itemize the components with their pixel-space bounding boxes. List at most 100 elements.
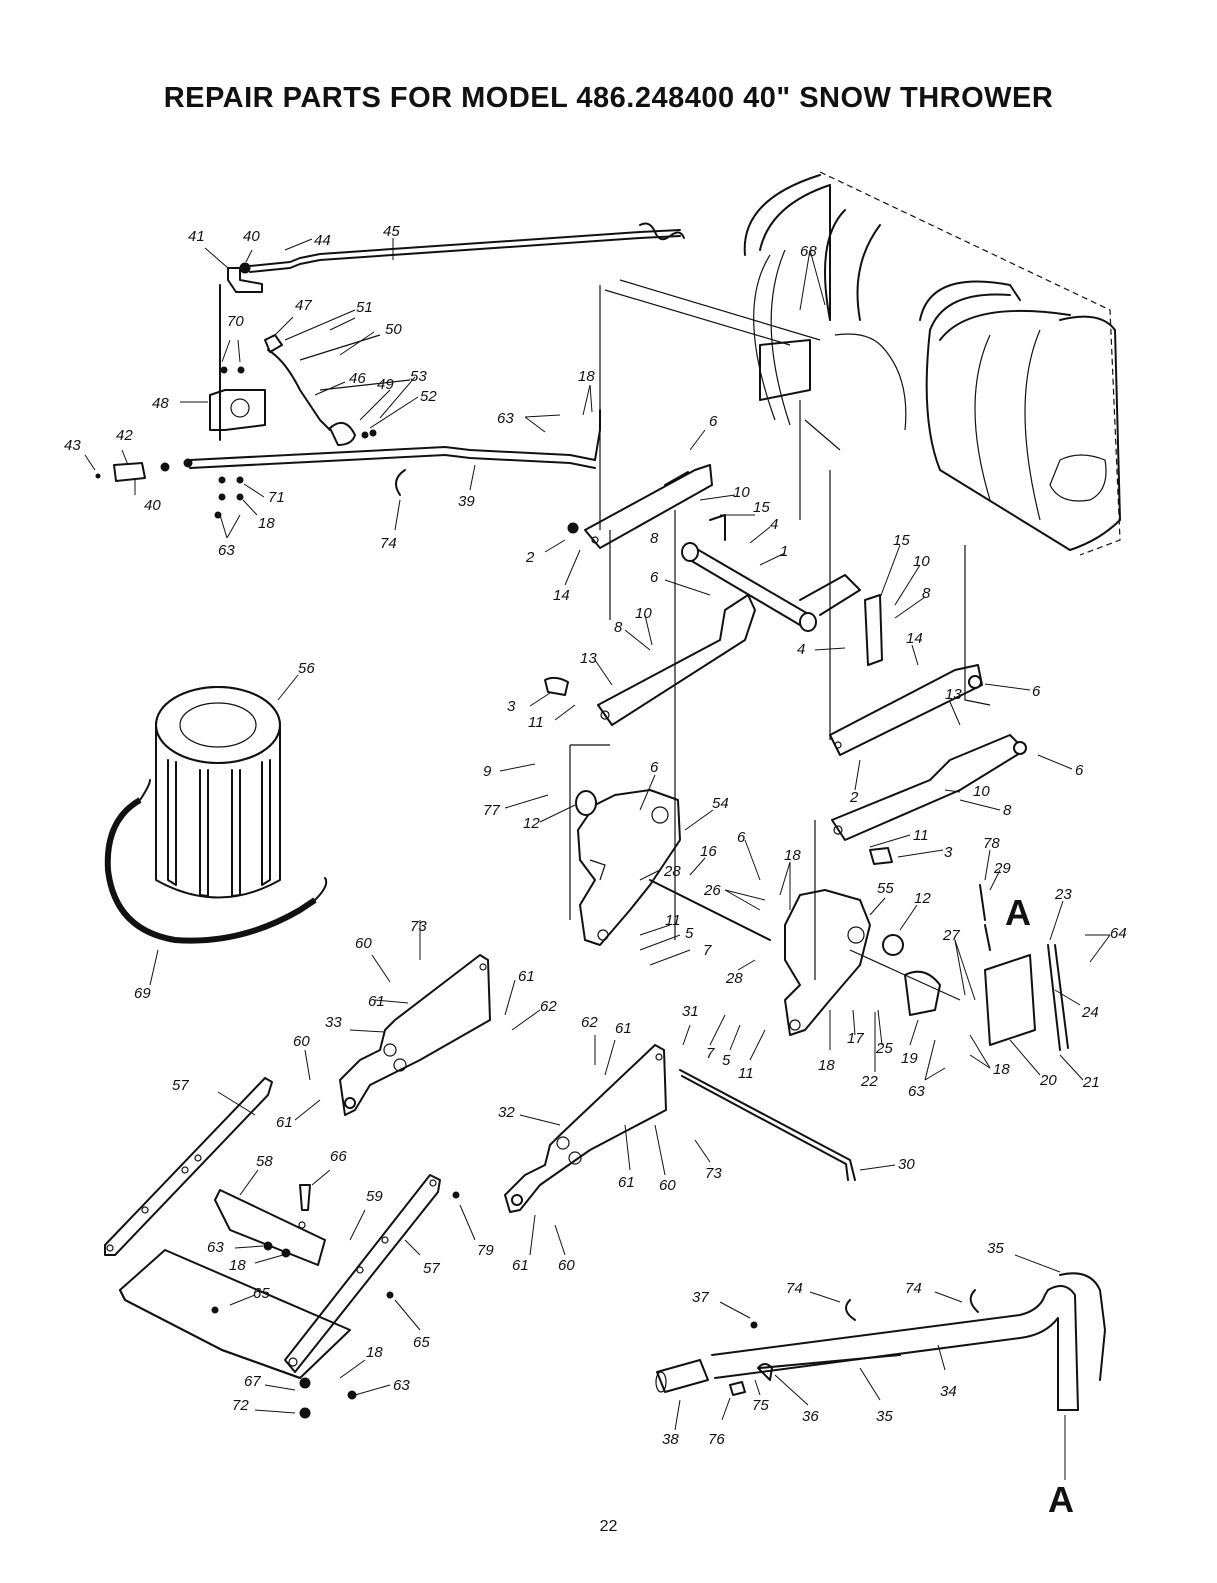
- callout: 32: [498, 1104, 515, 1121]
- skid-plate: [119, 1189, 351, 1379]
- skid-hardware: [211, 1184, 460, 1419]
- callout: 28: [725, 970, 743, 987]
- callout: 60: [293, 1033, 310, 1050]
- callout: 73: [410, 918, 427, 935]
- callout: 73: [705, 1165, 722, 1182]
- callout: 16: [700, 843, 717, 860]
- callout: 63: [207, 1239, 224, 1256]
- callout: 8: [922, 585, 931, 602]
- callout: 56: [298, 660, 315, 677]
- callout: 50: [385, 321, 402, 338]
- callout: 23: [1054, 886, 1072, 903]
- shift-tube: [655, 1272, 1106, 1411]
- shift-lever-bracket: [209, 284, 411, 446]
- callout: 61: [618, 1174, 635, 1191]
- callout: 63: [908, 1083, 925, 1100]
- callout: 76: [708, 1431, 725, 1448]
- callout: 10: [973, 783, 990, 800]
- callout: 18: [258, 515, 275, 532]
- callout: 6: [650, 759, 659, 776]
- callout: 43: [64, 437, 81, 454]
- callout: 29: [993, 860, 1011, 877]
- callout: 13: [945, 686, 962, 703]
- callout: 72: [232, 1397, 249, 1414]
- callout: 10: [635, 605, 652, 622]
- callout: 5: [685, 925, 694, 942]
- callout-labels: 41 40 44 45 70 47 51 50 48 46 49 53 52 4…: [64, 223, 1127, 1448]
- callout: 10: [733, 484, 750, 501]
- callout: 38: [662, 1431, 679, 1448]
- callout: 6: [650, 569, 659, 586]
- bracket-33: [339, 954, 491, 1116]
- callout: 55: [877, 880, 894, 897]
- callout: 11: [665, 912, 681, 929]
- side-bracket-57-left: [104, 1077, 273, 1256]
- callout: 44: [314, 232, 331, 249]
- deflector-rod: [227, 222, 685, 293]
- callout: 7: [703, 942, 712, 959]
- callout: 18: [993, 1061, 1010, 1078]
- callout: 15: [893, 532, 910, 549]
- callout: 39: [458, 493, 475, 510]
- callout: 14: [906, 630, 923, 647]
- callout: 74: [786, 1280, 803, 1297]
- callout: 69: [134, 985, 151, 1002]
- callout: 61: [615, 1020, 632, 1037]
- callout: 15: [753, 499, 770, 516]
- callout: 61: [512, 1257, 529, 1274]
- page-title: REPAIR PARTS FOR MODEL 486.248400 40" SN…: [163, 82, 1054, 114]
- callout: 77: [483, 802, 500, 819]
- callout: 3: [507, 698, 516, 715]
- callout: 21: [1082, 1074, 1100, 1091]
- lift-link-upper-right: [829, 664, 983, 756]
- callout: 47: [295, 297, 312, 314]
- callout: 37: [692, 1289, 709, 1306]
- support-plate-right: [784, 889, 961, 1036]
- callout: 6: [737, 829, 746, 846]
- chute-housing: [743, 171, 1121, 556]
- callout: 14: [553, 587, 570, 604]
- callout: 57: [423, 1260, 440, 1277]
- cross-shaft: [681, 514, 883, 666]
- callout: 36: [802, 1408, 819, 1425]
- callout: 18: [229, 1257, 246, 1274]
- callout: 7: [706, 1045, 715, 1062]
- callout: 35: [876, 1408, 893, 1425]
- callout: 51: [356, 299, 373, 316]
- callout: 63: [218, 542, 235, 559]
- callout: 4: [770, 516, 778, 533]
- callout: 71: [268, 489, 285, 506]
- callout: 74: [905, 1280, 922, 1297]
- callout: 17: [847, 1030, 864, 1047]
- frame-outline: [569, 279, 991, 980]
- callout: 67: [244, 1373, 261, 1390]
- support-plate-left: [575, 789, 681, 946]
- callout: 40: [243, 228, 260, 245]
- lift-link-lower-right: [831, 734, 1027, 865]
- callout: 52: [420, 388, 437, 405]
- callout: 62: [540, 998, 557, 1015]
- callout: 18: [818, 1057, 835, 1074]
- callout: 6: [1032, 683, 1041, 700]
- callout: 11: [738, 1065, 754, 1082]
- callout: 63: [393, 1377, 410, 1394]
- callout: 49: [377, 376, 394, 393]
- callout: 74: [380, 535, 397, 552]
- page-number: 22: [599, 1518, 618, 1535]
- section-mark-a-lower: A: [1048, 1479, 1074, 1520]
- callout: 60: [355, 935, 372, 952]
- callout: 13: [580, 650, 597, 667]
- callout: 11: [913, 827, 929, 844]
- rod-30: [679, 1069, 856, 1181]
- callout: 12: [914, 890, 931, 907]
- callout: 70: [227, 313, 244, 330]
- callout: 11: [528, 714, 544, 731]
- callout: 19: [901, 1050, 918, 1067]
- callout: 2: [849, 789, 859, 806]
- callout: 8: [1003, 802, 1012, 819]
- callout: 59: [366, 1188, 383, 1205]
- callout: 57: [172, 1077, 189, 1094]
- callout: 31: [682, 1003, 699, 1020]
- callout: 42: [116, 427, 133, 444]
